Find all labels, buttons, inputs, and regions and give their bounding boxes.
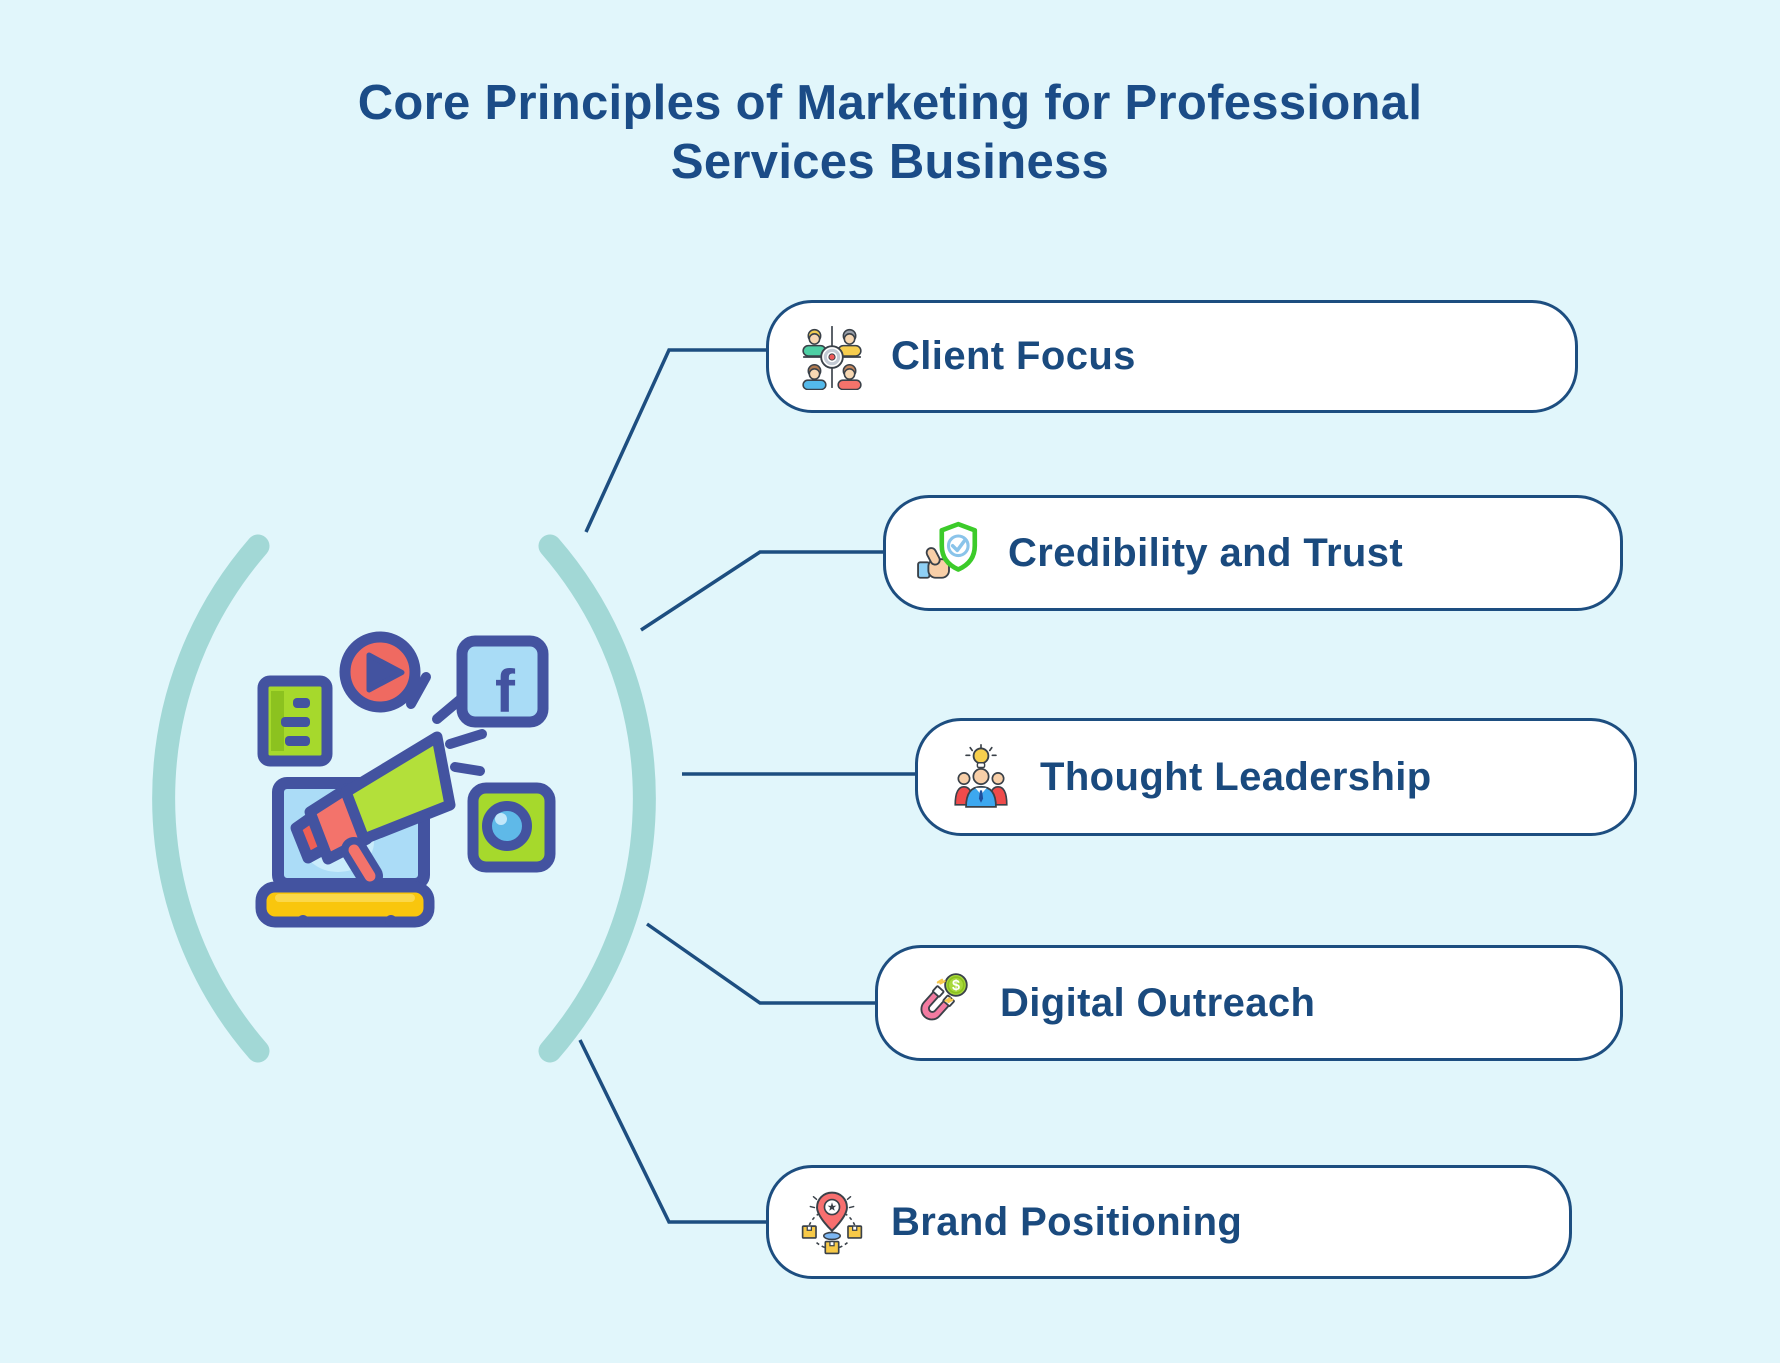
laptop-base [255, 881, 435, 928]
facebook-icon: f [456, 635, 549, 728]
left-arc [152, 534, 270, 1063]
right-arc [538, 534, 656, 1063]
document-icon [257, 675, 333, 767]
connector-line-digital-outreach [645, 922, 875, 1005]
thought-leadership-icon [948, 744, 1014, 810]
item-card-client-focus: Client Focus [766, 300, 1578, 413]
connector-line-brand-positioning [578, 1039, 766, 1224]
side-arcs [152, 534, 656, 1063]
item-label: Thought Leadership [1040, 754, 1432, 799]
play-button-icon [339, 631, 421, 713]
item-card-brand-positioning: Brand Positioning [766, 1165, 1572, 1279]
marketing-illustration: f [255, 631, 556, 928]
item-label: Credibility and Trust [1008, 530, 1404, 575]
item-card-credibility-and-trust: Credibility and Trust [883, 495, 1623, 611]
facebook-letter: f [495, 658, 516, 725]
camera-icon [467, 782, 556, 873]
coin-symbol: $ [952, 978, 960, 994]
item-label: Client Focus [891, 334, 1136, 378]
connector-lines [578, 348, 915, 1224]
client-focus-icon [799, 324, 865, 390]
megaphone-icon [290, 731, 456, 889]
item-card-thought-leadership: Thought Leadership [915, 718, 1637, 836]
sound-waves-icon [406, 672, 487, 776]
item-label: Brand Positioning [891, 1199, 1243, 1244]
digital-outreach-icon: $ [908, 970, 974, 1036]
connector-line-client-focus [584, 348, 766, 533]
credibility-and-trust-icon [916, 520, 982, 586]
page-title: Core Principles of Marketing for Profess… [357, 76, 1423, 189]
brand-positioning-icon [799, 1189, 865, 1255]
item-card-digital-outreach: $ Digital Outreach [875, 945, 1623, 1061]
item-label: Digital Outreach [1000, 980, 1316, 1025]
connector-line-credibility [640, 550, 883, 632]
